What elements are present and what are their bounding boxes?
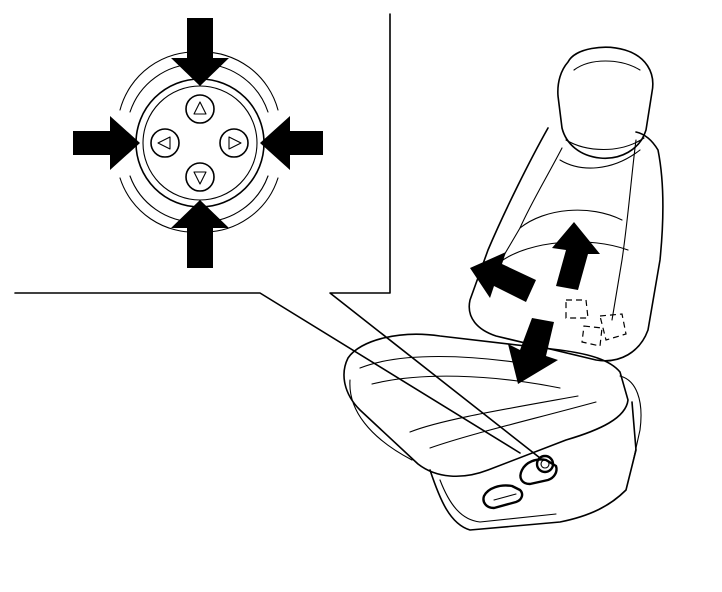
seat-headrest [557, 46, 654, 159]
motion-arrow-up-icon [552, 222, 600, 290]
motion-arrows [470, 222, 600, 384]
seat-side-frame [349, 375, 642, 531]
lumbar-switch-small [535, 454, 555, 474]
seat-side-controls [482, 454, 558, 510]
press-arrow-up-icon [171, 200, 229, 268]
switch-button-left [150, 128, 180, 158]
switch-button-up [185, 94, 215, 124]
switch-button-right [219, 128, 249, 158]
triangle-left-icon [157, 136, 171, 150]
seat-cushion [343, 333, 629, 478]
recline-switch [519, 458, 558, 486]
seat-adjust-switch [482, 484, 524, 510]
triangle-up-icon [193, 101, 207, 115]
press-arrow-right-icon [73, 116, 140, 170]
switch-button-down [185, 162, 215, 192]
inset-callout-frame [14, 13, 541, 459]
press-arrow-left-icon [260, 116, 323, 170]
car-seat [343, 46, 664, 531]
switch-outer-arc-tl [119, 51, 201, 111]
motion-arrow-forward-icon [470, 252, 536, 302]
triangle-down-icon [193, 171, 207, 185]
motion-arrow-down-icon [508, 318, 558, 384]
press-arrow-down-icon [171, 18, 229, 86]
triangle-right-icon [228, 136, 242, 150]
switch-outer-ring [135, 78, 265, 208]
lumbar-support-outline [565, 299, 627, 347]
press-arrows [73, 18, 323, 268]
